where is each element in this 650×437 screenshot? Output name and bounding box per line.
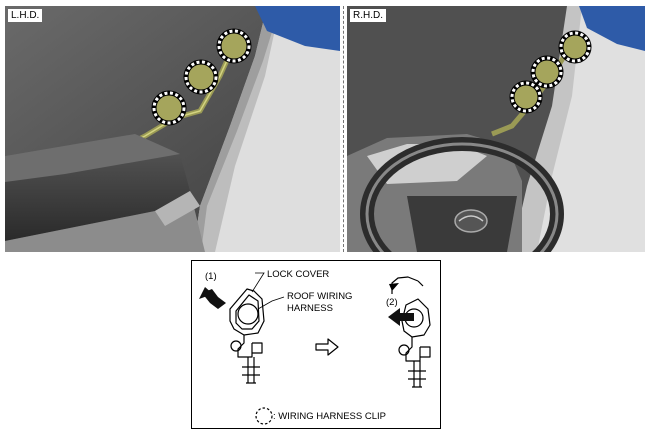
rhd-photo-panel: R.H.D.: [347, 6, 645, 252]
wiring-harness-clip: [216, 28, 252, 64]
lhd-label: L.H.D.: [8, 9, 43, 22]
wiring-harness-clip: [530, 55, 564, 89]
roof-panel: [579, 6, 645, 51]
rhd-label: R.H.D.: [350, 9, 386, 22]
rhd-illustration: [347, 6, 645, 252]
wiring-harness-clip: [509, 80, 543, 114]
wiring-harness-clip: [151, 90, 187, 126]
roof-panel: [255, 6, 340, 51]
roof-wiring-harness-label-2: HARNESS: [287, 303, 333, 314]
steering-wheel: [360, 137, 564, 252]
mazda-logo-icon: [454, 209, 488, 233]
step2-label: (2): [386, 297, 398, 308]
step2-arrow-icon: [388, 308, 414, 326]
roof-wiring-harness-label-1: ROOF WIRING: [287, 291, 353, 302]
clip-removal-drawing: [199, 272, 431, 425]
panel-divider: [343, 6, 344, 252]
lhd-photo-panel: L.H.D.: [5, 6, 340, 252]
legend-text: : WIRING HARNESS CLIP: [273, 411, 386, 422]
step1-label: (1): [205, 271, 217, 282]
wiring-harness-clip: [558, 30, 592, 64]
lock-cover-label: LOCK COVER: [267, 269, 330, 280]
wiring-harness-clip-icon: [255, 407, 273, 425]
detail-diagram: (1) LOCK COVER ROOF WIRING HARNESS (2) :…: [191, 260, 441, 429]
lhd-illustration: [5, 6, 340, 252]
clip-assembly-closed: [229, 288, 265, 384]
clip-assembly-open: [391, 276, 431, 388]
next-step-arrow-icon: [315, 338, 339, 356]
wiring-harness-clip: [183, 59, 219, 95]
